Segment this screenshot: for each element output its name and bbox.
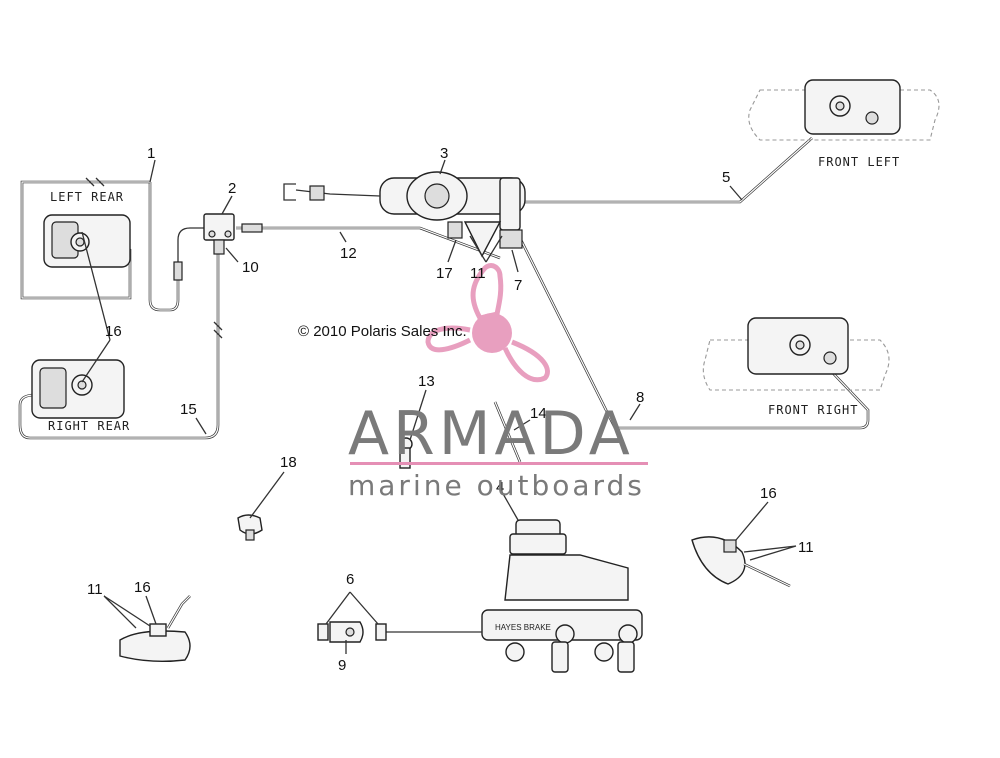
callout-6: 6: [346, 571, 354, 588]
callout-11-lower-right: 11: [798, 539, 814, 556]
armada-propeller-logo: [425, 263, 550, 383]
callout-16-rear: 16: [105, 323, 122, 340]
front-right-caliper: FRONT RIGHT: [702, 317, 890, 417]
copyright-notice: © 2010 Polaris Sales Inc.: [298, 323, 467, 340]
armada-watermark: ARMADA marine outboards: [348, 399, 648, 502]
brake-junction-block: [203, 213, 235, 255]
callout-11-top: 11: [470, 265, 486, 282]
callout-14: 14: [530, 405, 547, 422]
callout-13: 13: [418, 373, 435, 390]
watermark-divider: [350, 462, 648, 465]
callout-1: 1: [147, 145, 155, 162]
callout-3: 3: [440, 145, 448, 162]
callout-10: 10: [242, 259, 259, 276]
right-rear-label: RIGHT REAR: [48, 419, 130, 433]
clevis-pushrod: [317, 621, 387, 643]
callout-12: 12: [340, 245, 357, 262]
callout-16-lower-right: 16: [760, 485, 777, 502]
left-rear-label: LEFT REAR: [50, 190, 124, 204]
proportioning-valve-assembly: [283, 171, 526, 258]
clip-18: [237, 514, 263, 541]
master-cylinder: HAYES BRAKE: [386, 519, 643, 673]
caliper-fitting-lower-right: [691, 536, 791, 588]
front-left-label: FRONT LEFT: [818, 155, 900, 169]
callout-9: 9: [338, 657, 346, 674]
left-rear-caliper: LEFT REAR: [43, 190, 131, 268]
watermark-brand: ARMADA: [348, 399, 634, 469]
front-left-caliper: FRONT LEFT: [748, 79, 940, 169]
callout-17: 17: [436, 265, 453, 282]
svg-text:HAYES BRAKE: HAYES BRAKE: [495, 623, 551, 632]
callout-5: 5: [722, 169, 730, 186]
front-right-label: FRONT RIGHT: [768, 403, 858, 417]
brake-lines: [18, 137, 870, 440]
callout-15: 15: [180, 401, 197, 418]
leader-lines: [81, 159, 797, 654]
callout-8: 8: [636, 389, 644, 406]
callout-4: 4: [496, 479, 504, 496]
callout-18: 18: [280, 454, 297, 471]
cotter-pin-14: [493, 401, 522, 463]
banjo-bolt-13: [399, 437, 413, 469]
callout-11-lower-left: 11: [87, 581, 103, 598]
watermark-tagline: marine outboards: [348, 469, 645, 502]
callout-numbers: 1 2 3 4 5 6 7 8 9 10 11 11 11 12 13 14 1…: [87, 145, 814, 674]
callout-7: 7: [514, 277, 522, 294]
right-rear-caliper: RIGHT REAR: [31, 359, 130, 433]
callout-2: 2: [228, 180, 236, 197]
caliper-fitting-lower-left: [119, 595, 191, 663]
callout-16-lower-left: 16: [134, 579, 151, 596]
